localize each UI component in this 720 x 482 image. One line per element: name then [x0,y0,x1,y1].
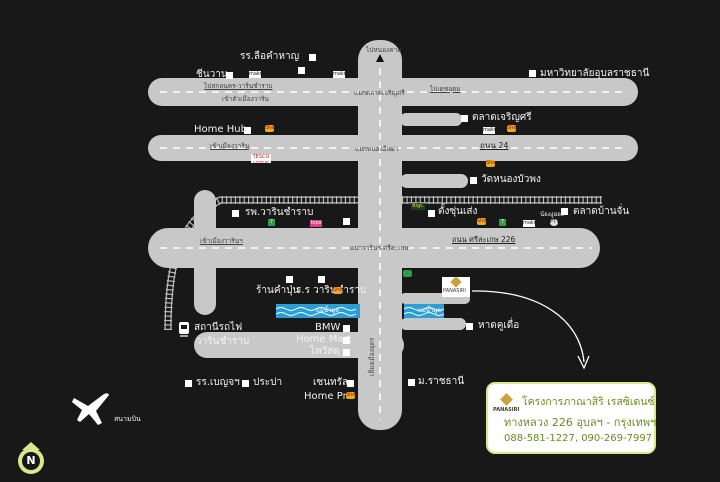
roads [148,40,638,430]
place-airport: สนามบิน [114,415,141,423]
place-marker [561,208,568,215]
place-marker [466,323,473,330]
label-road1-junction: แยกตลาดเจริญศรี [354,89,405,97]
place-hospital-warin: รพ.วารินชำราบ [245,207,314,218]
river [275,304,445,318]
pointer-line [471,290,585,363]
place-school-warin: ร.ร วารินชำราบ [296,285,367,296]
place-home-pro: Home Pro [304,391,353,402]
place-thaisasdu: ไทวัสดุ [310,346,340,357]
place-marker [244,127,251,134]
place-wat-nongbuapong: วัดหนองบัวพง [481,174,541,185]
place-hat-kuderm: หาดคูเดื่อ [478,320,520,331]
label-road3-left: เข้าเมืองวารินฯ [200,237,243,245]
airplane-icon [72,393,109,425]
place-central: เซนทรัล [313,377,349,388]
label-river-left: แม่น้ำมูล [316,307,339,314]
makro-logo-icon: makro [483,127,495,134]
label-road1-left-small: เข้าตัวเมืองวาริน [222,95,270,103]
place-marker [226,72,233,79]
place-chinwan: ชีนวาน [196,69,228,80]
label-vertical-road: เลี่ยงเมืองอุดร [368,337,376,376]
place-market-jaroensri: ตลาดเจริญศรี [472,112,532,123]
place-marker [343,337,350,344]
card-address: ทางหลวง 226 อุบลฯ - กรุงเทพฯ [504,416,657,429]
label-to-nongkhai: ไปหนองคาย [366,46,402,54]
pointer-arrowhead-icon [577,355,590,370]
place-marker [286,276,293,283]
place-rankhapun: ร้านคำปุ่น [256,285,300,296]
shell-logo-icon: Shell [265,125,274,132]
train-icon [179,322,189,337]
seven-eleven-logo-icon: 7 [268,219,275,226]
north-arrow-icon [376,54,384,62]
bigc-pin-icon [403,270,412,277]
place-market-ban-chon: ตลาดบ้านจั่น [573,206,630,217]
place-marker [343,349,350,356]
place-mahawit: มหาวิทยาลัยอุบลราชธานี [540,68,650,79]
label-road2-junction: แยกหนองอีเฒ่า [355,145,399,153]
compass-letter: N [22,452,40,470]
shell-logo-icon: Shell [477,218,486,225]
card-brand: PANASIRI [493,407,520,413]
place-home-hub: Home Hub [194,124,247,135]
place-marker [309,54,316,61]
shell-logo-icon: Shell [333,287,342,294]
place-marker [242,380,249,387]
seven-eleven-logo-icon: 7 [499,219,506,226]
place-marker [232,210,239,217]
project-site-label: PANASIRI [443,288,466,294]
place-marker [343,218,350,225]
place-prapa: ประปา [253,377,283,388]
label-road1-to-sakon: ไปสกลนคร-วารินชำราบ [204,82,273,90]
label-road3-junction: แยกวารินฯ-ศรีสะเกษ [350,244,409,252]
road-center-lines [160,55,628,420]
makro-logo-icon: makro [523,220,535,227]
place-nong-ngo: น้องงูฮอง [540,211,564,218]
place-marker [298,67,305,74]
place-marker [185,380,192,387]
place-school-liak: รร.ลือคำหาญ [240,51,300,62]
tesco-lotus-logo-icon: TESCO LOTUS [251,154,271,163]
place-bmw: BMW [315,322,341,333]
place-station-line2: วารินชำราบ [196,336,250,347]
place-marker [461,115,468,122]
label-road2-right: ถนน 24 [480,141,509,150]
shell-logo-icon: Shell [346,392,355,399]
panasiri-logo: PANASIRI [493,393,520,417]
label-river-right: แม่น้ำมูล [418,307,441,314]
place-marker [318,276,325,283]
place-rajathani: ม.ราชธานี [418,376,465,387]
label-road1-to-udon: ไปเดชอุดม [430,85,461,93]
card-title: โครงการภาณาสิริ เรสซิเดนซ์ [522,396,655,408]
place-station-line1: สถานีรถไฟ [194,322,243,333]
compass-north-icon: N [14,442,48,476]
label-road3-right: ถนน ศรีสะเกษ 226 [452,235,516,244]
place-marker [408,379,415,386]
card-phones: 088-581-1227, 090-269-7997 [504,433,653,444]
bigc-logo-icon: BigC [411,203,425,210]
tops-logo-icon: tops [310,220,322,227]
place-marker [470,177,477,184]
place-school-benja: รร.เบญจฯ [196,377,240,388]
shell-logo-icon: Shell [507,125,516,132]
project-info-card: PANASIRI โครงการภาณาสิริ เรสซิเดนซ์ ทางห… [486,382,656,454]
place-marker [428,210,435,217]
makro-logo-icon: makro [333,71,345,78]
place-home-mart: Home Mart [296,334,352,345]
makro-logo-icon: makro [249,71,261,78]
project-site-marker: PANASIRI [442,276,470,297]
label-road2-left: เข้าเมืองวาริน [210,142,250,150]
panasiri-emblem-icon [500,393,513,406]
place-tangchun-seng: ตั้งซุ่นเส่ง [438,206,478,217]
place-marker [343,325,350,332]
shell-logo-icon: Shell [486,160,495,167]
panasiri-emblem-icon [450,276,462,288]
place-marker [529,70,536,77]
ptt-logo-icon: PTT [550,219,558,226]
place-marker [347,380,354,387]
